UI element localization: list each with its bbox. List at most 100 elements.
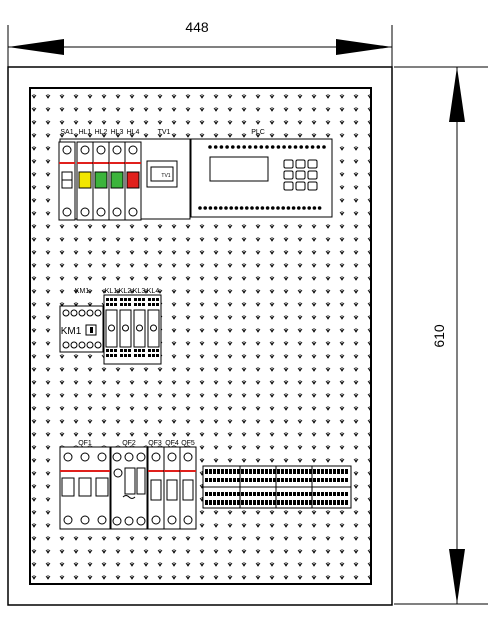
plc-key [295,159,306,169]
terminal-screw-icon [62,309,70,317]
terminal-slot [273,478,276,482]
plc-io-led [236,145,241,149]
terminal-slot [293,478,296,482]
relay-terminal [148,354,151,357]
plc-top-io-row [208,145,326,149]
terminal-slot [217,500,220,505]
terminal-slot [249,478,252,482]
terminal-slot [317,492,320,496]
terminal-screw-icon [96,145,106,155]
height-label: 610 [431,324,447,348]
relay-terminal [106,303,109,306]
terminal-slot [337,492,340,496]
switch-toggle-icon [78,477,92,497]
terminal-slot [325,478,328,482]
dimension-arrow-left-icon [8,39,64,55]
bottom-labels: QF1 QF2 QF3 QF4 QF5 [78,440,195,447]
relay-terminal [152,354,155,357]
plc-io-led [234,206,239,210]
terminal-slot [225,478,228,482]
pilot-lamp-icon [126,171,140,189]
terminal-slot [229,469,232,474]
terminal-slot [257,478,260,482]
terminal-slot [265,492,268,496]
pilot-lamp-icon [78,171,92,189]
relay-terminal [128,349,131,352]
plc-io-led [297,206,301,210]
label-qf5: QF5 [181,440,195,447]
terminal-slot [233,492,236,496]
terminal-slot [337,500,340,505]
relay-terminal [124,298,127,301]
pilot-lamp-hl3 [108,141,126,221]
terminal-screw-icon [112,452,122,462]
terminal-slot [217,492,220,496]
terminal-screw-icon [86,341,94,349]
terminal-screw-icon [96,207,106,217]
relay-terminal [120,354,123,357]
terminal-screw-icon [78,309,86,317]
relay-terminal [142,298,145,301]
width-label: 448 [185,19,209,35]
relay-terminal [152,298,155,301]
label-kl1: KL1 [105,288,118,295]
qf1-poles [61,452,109,525]
relay-terminal [120,349,123,352]
terminal-slot [309,500,312,505]
terminal-slot [285,469,288,474]
relay-terminal [134,303,137,306]
terminal-screw-icon [151,452,161,462]
label-qf1: QF1 [78,440,92,447]
terminal-slot [221,492,224,496]
terminal-slot [297,478,300,482]
terminal-slot [253,500,256,505]
relay-terminal [124,303,127,306]
label-qf2: QF2 [122,440,136,447]
relay-terminal [106,349,109,352]
terminal-slot [253,469,256,474]
terminal-slot [253,478,256,482]
relay-indicator [150,324,157,332]
terminal-slot [273,469,276,474]
tv1-transformer: TV1 [146,160,178,188]
rcd-wave-symbol [122,495,136,499]
relay-terminal [138,303,141,306]
terminal-slot [341,478,344,482]
switch-toggle-icon [95,477,109,497]
terminal-slot [309,492,312,496]
terminal-slot [309,478,312,482]
terminal-screw-icon [86,309,94,317]
relay-terminal [148,298,151,301]
sa1-selector-switch [58,141,76,221]
test-button-icon [113,468,123,478]
pilot-lamp-hl4 [124,141,142,221]
terminal-slot [281,492,284,496]
terminal-screw-icon [78,341,86,349]
plc-io-led [293,145,298,149]
label-qf3: QF3 [148,440,162,447]
rcd-indicator [136,467,146,495]
plc-io-led [255,206,259,210]
terminal-screw-icon [128,145,138,155]
plc-io-led [242,145,246,149]
plc-io-led [286,206,291,210]
terminal-screw-icon [70,341,78,349]
tv1-body-label: TV1 [161,173,170,179]
terminal-slot [221,478,224,482]
terminal-screw-icon [80,515,90,525]
relay-indicator [136,324,143,332]
tv1-window [150,166,174,182]
terminal-screw-icon [62,145,72,155]
pilot-lamp-icon [110,171,124,189]
terminal-slot [249,492,252,496]
plc-io-led [276,206,280,210]
terminal-screw-icon [124,452,134,462]
terminal-slot [221,469,224,474]
terminal-slot [241,469,244,474]
terminal-slot [297,469,300,474]
plc-io-led [316,145,321,149]
plc-io-led [213,145,218,149]
terminal-slot [277,500,280,505]
terminal-slot [313,469,316,474]
terminal-slot [333,469,336,474]
